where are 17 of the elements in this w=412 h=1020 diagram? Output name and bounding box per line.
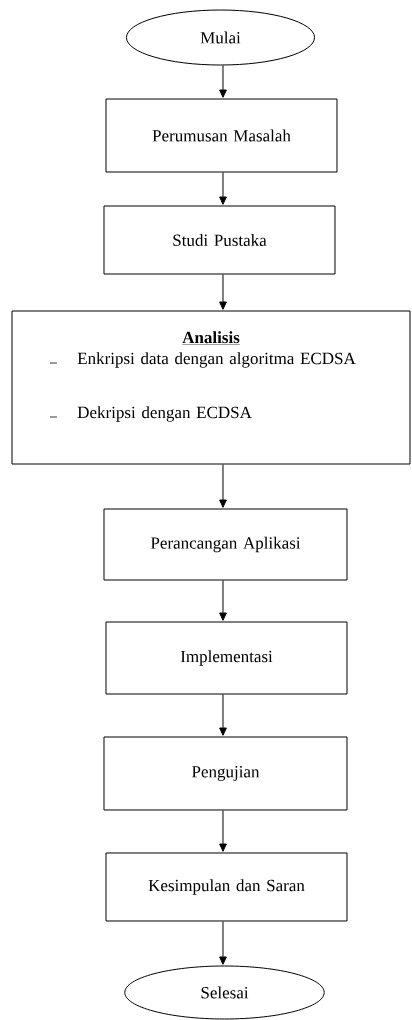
arrow [219,274,227,310]
list-item: Enkripsi data dengan algoritma ECDSA [77,352,356,368]
process-box: Studi Pustaka [103,205,336,275]
process-box: Kesimpulan dan Saran [105,852,348,922]
list-item: Dekripsi dengan ECDSA [77,406,252,422]
arrow [219,580,227,621]
arrow [219,694,227,736]
process-box: Implementasi [105,621,348,695]
arrow [219,810,227,852]
process-box: Perumusan Masalah [105,98,338,173]
arrow [219,65,227,98]
process-box: Perancangan Aplikasi [103,508,348,581]
arrow [219,464,227,508]
arrow [219,172,227,205]
box-heading: Analisis [182,331,240,345]
arrow [219,921,227,965]
process-box: Pengujian [103,736,348,811]
